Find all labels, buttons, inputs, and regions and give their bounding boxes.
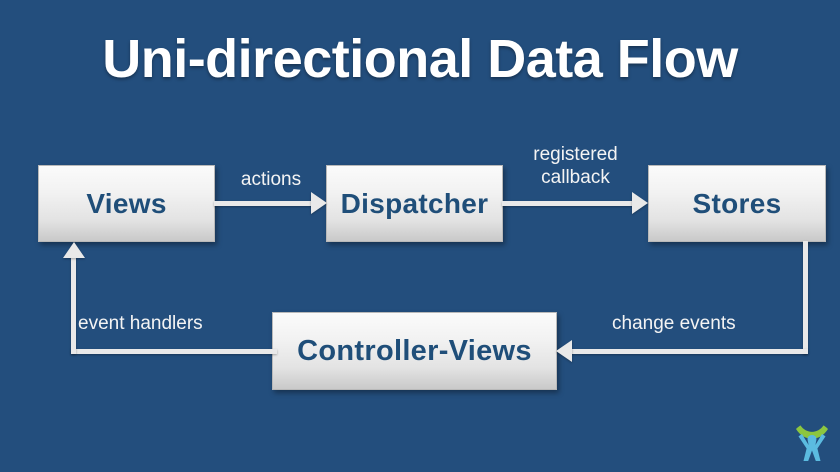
node-controller-views-label: Controller-Views <box>297 334 532 367</box>
arrow-line-controller-to-views <box>71 254 76 354</box>
node-stores-label: Stores <box>692 187 782 219</box>
node-dispatcher[interactable]: Dispatcher <box>326 165 503 242</box>
node-stores[interactable]: Stores <box>648 165 826 242</box>
node-controller-views[interactable]: Controller-Views <box>272 312 557 390</box>
edge-label-actions: actions <box>240 169 302 190</box>
arrow-line-stores-down <box>803 241 808 354</box>
node-views-label: Views <box>86 187 167 219</box>
node-dispatcher-label: Dispatcher <box>340 187 489 219</box>
edge-label-registered-callback: registered callback <box>533 144 618 188</box>
arrow-head-into-controller-views <box>556 340 572 362</box>
arrow-line-controller-left <box>71 349 277 354</box>
edge-label-event-handlers: event handlers <box>78 313 203 334</box>
arrow-line-views-to-dispatcher <box>214 201 314 206</box>
brand-logo <box>796 425 828 461</box>
page-title: Uni-directional Data Flow <box>102 29 738 89</box>
arrow-head-into-dispatcher <box>311 192 327 214</box>
arrow-head-into-stores <box>632 192 648 214</box>
node-views[interactable]: Views <box>38 165 215 242</box>
edge-label-change-events: change events <box>612 313 736 334</box>
arrow-head-into-views <box>63 242 85 258</box>
arrow-line-stores-to-controller <box>570 349 808 354</box>
arrow-line-dispatcher-to-stores <box>502 201 634 206</box>
